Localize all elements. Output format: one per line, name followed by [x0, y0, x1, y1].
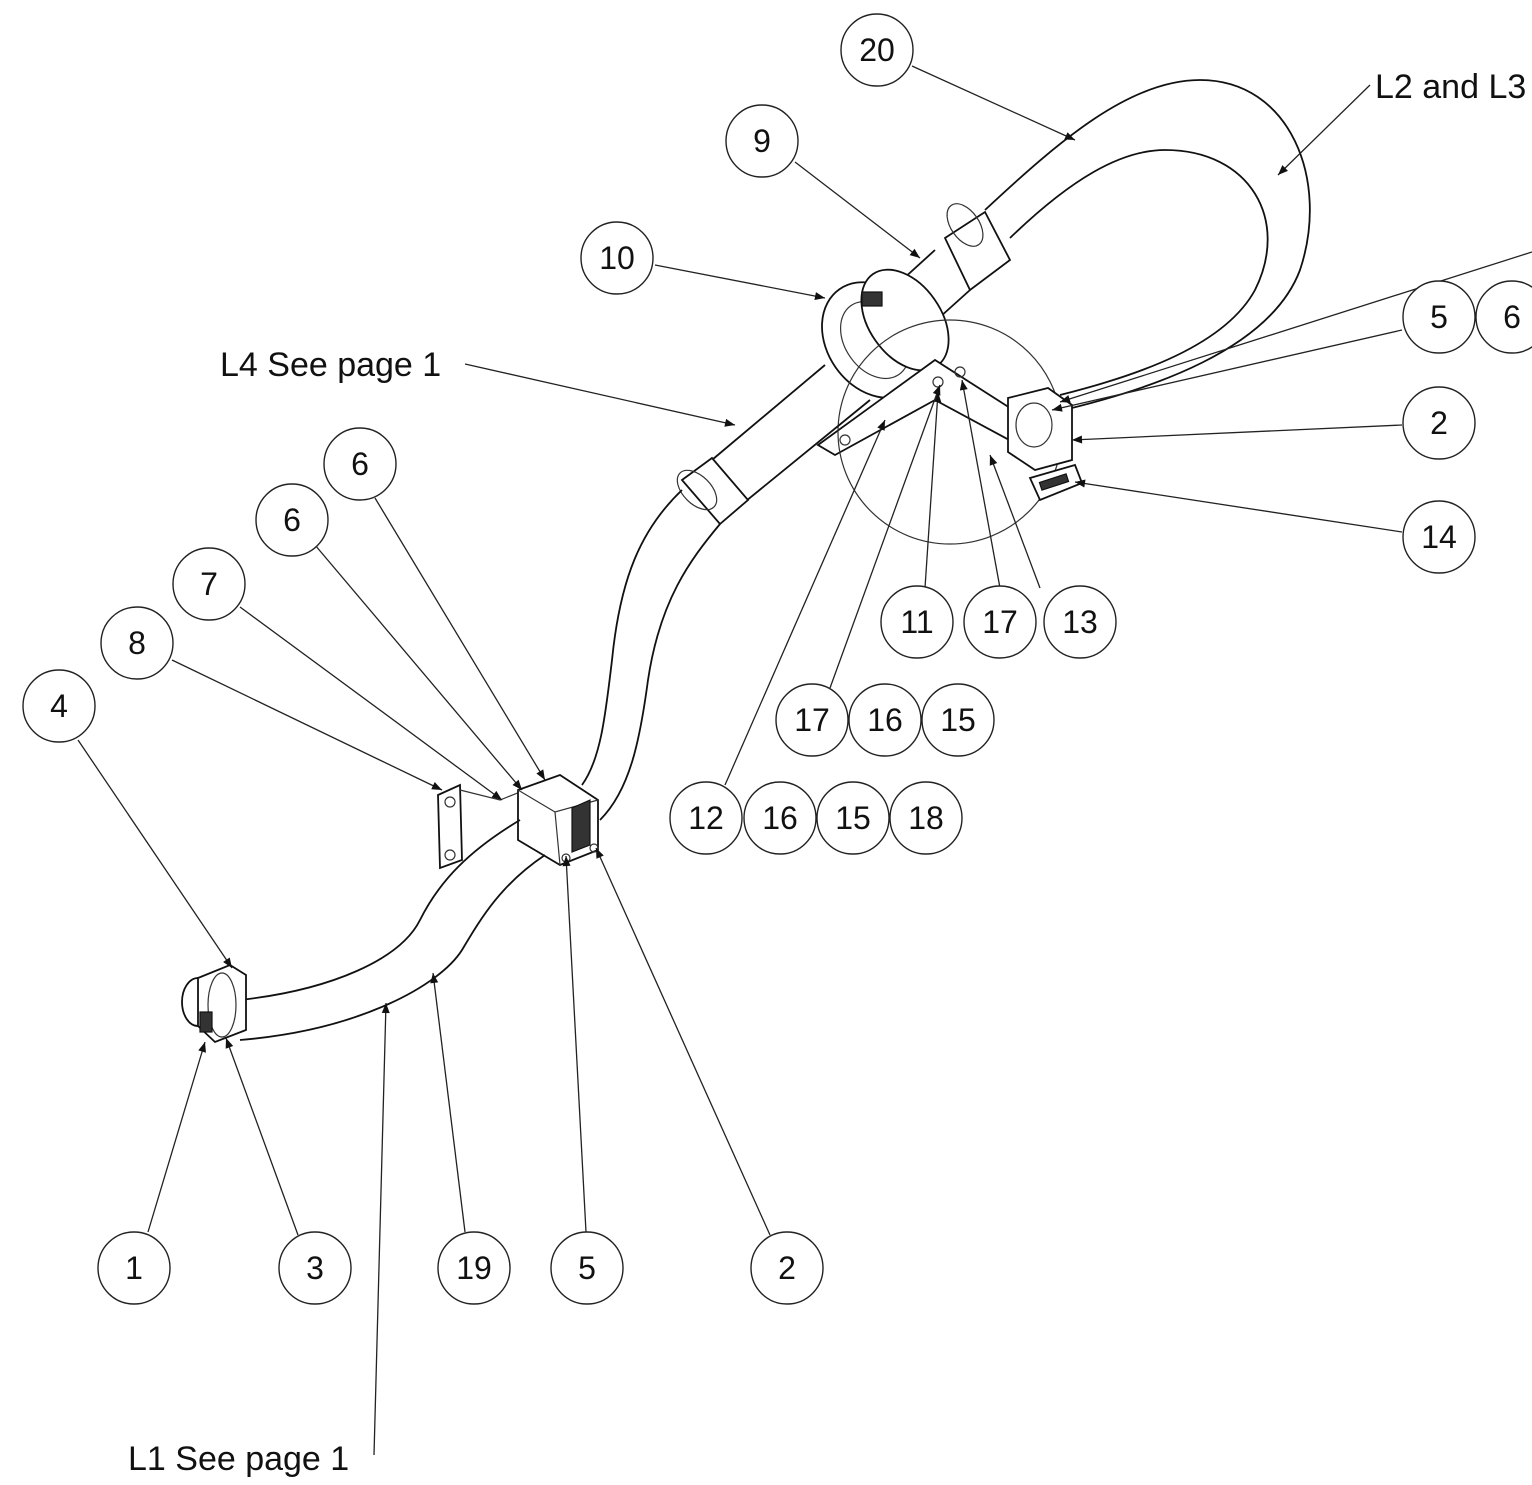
clamp-4-part: [181, 963, 247, 1044]
svg-text:3: 3: [306, 1250, 324, 1286]
balloon-11: 11: [880, 585, 954, 659]
svg-text:11: 11: [900, 604, 933, 640]
svg-text:18: 18: [908, 800, 944, 836]
balloon-1: 1: [97, 1231, 171, 1305]
balloon-14: 14: [1402, 500, 1476, 574]
balloon-15-b: 15: [816, 781, 890, 855]
balloon-5-lower: 5: [550, 1231, 624, 1305]
svg-text:17: 17: [794, 702, 830, 738]
svg-text:5: 5: [578, 1250, 596, 1286]
svg-text:2: 2: [778, 1250, 796, 1286]
svg-text:16: 16: [867, 702, 903, 738]
svg-text:17: 17: [982, 604, 1018, 640]
balloon-17-b: 17: [775, 683, 849, 757]
svg-text:20: 20: [859, 32, 895, 68]
svg-text:6: 6: [1503, 299, 1521, 335]
balloon-19: 19: [437, 1231, 511, 1305]
leader-lines: [77, 65, 1532, 1456]
svg-text:4: 4: [50, 688, 68, 724]
balloon-16-a: 16: [848, 683, 922, 757]
svg-text:2: 2: [1430, 405, 1448, 441]
svg-text:16: 16: [762, 800, 798, 836]
note-l2-l3: L2 and L3: [1375, 68, 1526, 106]
balloon-6-lower: 6: [255, 483, 329, 557]
svg-text:19: 19: [456, 1250, 492, 1286]
clamp-block-part: [517, 774, 599, 866]
balloon-2-lower: 2: [750, 1231, 824, 1305]
balloon-20: 20: [840, 13, 914, 87]
svg-text:6: 6: [351, 446, 369, 482]
clamp-2-part: [1007, 387, 1084, 502]
balloon-3: 3: [278, 1231, 352, 1305]
balloon-12: 12: [669, 781, 743, 855]
balloon-8: 8: [100, 606, 174, 680]
svg-text:15: 15: [940, 702, 976, 738]
svg-text:10: 10: [599, 240, 635, 276]
balloon-17-a: 17: [963, 585, 1037, 659]
balloon-4: 4: [22, 669, 96, 743]
note-l1: L1 See page 1: [128, 1440, 349, 1478]
svg-text:8: 8: [128, 625, 146, 661]
svg-text:14: 14: [1421, 519, 1457, 555]
svg-text:12: 12: [688, 800, 724, 836]
balloon-15-a: 15: [921, 683, 995, 757]
balloon-18: 18: [889, 781, 963, 855]
balloon-13: 13: [1043, 585, 1117, 659]
balloon-7: 7: [172, 547, 246, 621]
balloon-16-b: 16: [743, 781, 817, 855]
balloon-2-right: 2: [1402, 386, 1476, 460]
svg-text:13: 13: [1062, 604, 1098, 640]
balloon-9: 9: [725, 104, 799, 178]
svg-text:9: 9: [753, 123, 771, 159]
svg-text:7: 7: [200, 566, 218, 602]
svg-text:6: 6: [283, 502, 301, 538]
balloon-5-right: 5: [1402, 280, 1476, 354]
balloon-6-right: 6: [1475, 280, 1532, 354]
clamp-10-part: [821, 268, 950, 399]
svg-text:5: 5: [1430, 299, 1448, 335]
balloon-10: 10: [580, 221, 654, 295]
hose-assembly: [181, 79, 1311, 1044]
svg-text:1: 1: [125, 1250, 143, 1286]
svg-text:15: 15: [835, 800, 871, 836]
balloon-6-upper: 6: [323, 427, 397, 501]
note-l4: L4 See page 1: [220, 346, 441, 384]
